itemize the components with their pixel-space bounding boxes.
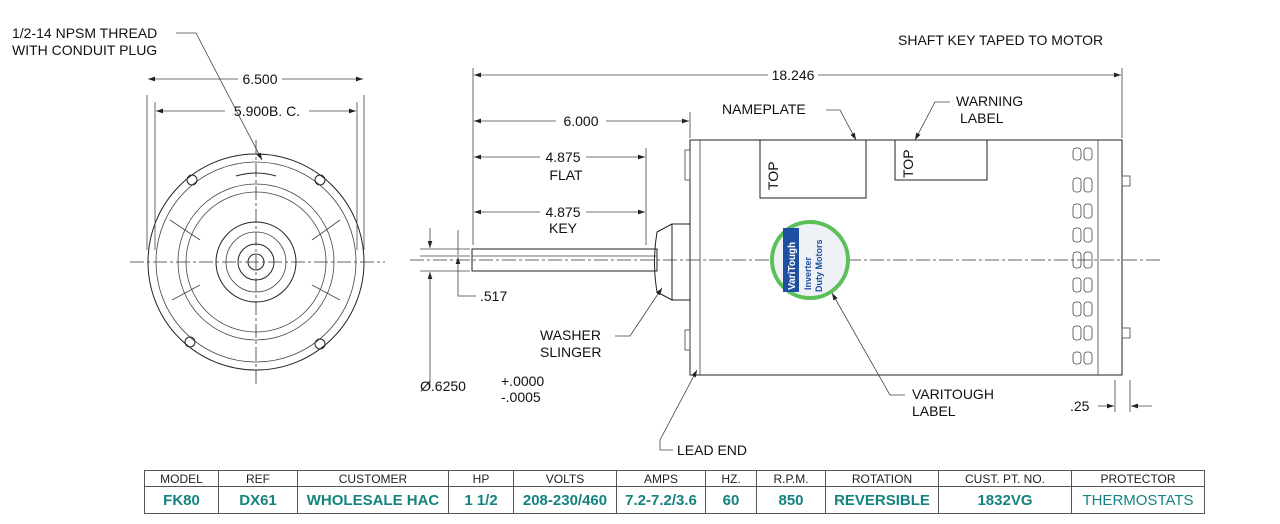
spec-table: MODEL REF CUSTOMER HP VOLTS AMPS HZ. R.P… <box>144 470 1205 514</box>
flat-label: FLAT <box>549 167 583 183</box>
header-volts: VOLTS <box>513 470 617 487</box>
shaft-dia-dim: Ø.6250 <box>420 378 466 394</box>
header-hp: HP <box>448 470 514 487</box>
value-hp: 1 1/2 <box>448 486 514 514</box>
svg-text:Duty Motors: Duty Motors <box>814 240 824 293</box>
shaft-tol-minus: -.0005 <box>501 389 541 405</box>
end-offset-dim: .25 <box>1070 398 1090 414</box>
value-ref: DX61 <box>218 486 298 514</box>
warning-note-2: LABEL <box>960 110 1004 126</box>
flat-depth-dim: .517 <box>480 288 507 304</box>
value-protector: THERMOSTATS <box>1071 486 1205 514</box>
warning-note-1: WARNING <box>956 93 1023 109</box>
value-model: FK80 <box>144 486 219 514</box>
header-hz: HZ. <box>705 470 757 487</box>
key-length-dim: 4.875 <box>545 204 580 220</box>
nameplate-note: NAMEPLATE <box>722 101 806 117</box>
value-rotation: REVERSIBLE <box>825 486 939 514</box>
header-customer: CUSTOMER <box>297 470 449 487</box>
thread-note-1: 1/2-14 NPSM THREAD <box>12 25 157 41</box>
header-rpm: R.P.M. <box>756 470 826 487</box>
value-cust-pt-no: 1832VG <box>938 486 1072 514</box>
key-label: KEY <box>549 220 578 236</box>
side-view: TOP TOP VariTough Inverter Duty Motors 1… <box>410 32 1160 458</box>
header-ref: REF <box>218 470 298 487</box>
spec-value-row: FK80 DX61 WHOLESALE HAC 1 1/2 208-230/46… <box>144 486 1205 514</box>
shaft-length-dim: 6.000 <box>563 113 598 129</box>
value-rpm: 850 <box>756 486 826 514</box>
svg-text:VariTough: VariTough <box>787 242 798 290</box>
overall-dia-dim: 6.500 <box>242 71 277 87</box>
warning-label <box>894 139 988 181</box>
shaft-key-note: SHAFT KEY TAPED TO MOTOR <box>898 32 1103 48</box>
spec-header-row: MODEL REF CUSTOMER HP VOLTS AMPS HZ. R.P… <box>144 470 1205 487</box>
bolt-circle-dim: 5.900B. C. <box>234 103 300 119</box>
header-rotation: ROTATION <box>825 470 939 487</box>
header-model: MODEL <box>144 470 219 487</box>
header-protector: PROTECTOR <box>1071 470 1205 487</box>
thread-note-2: WITH CONDUIT PLUG <box>12 42 157 58</box>
header-amps: AMPS <box>616 470 706 487</box>
top-mark-1: TOP <box>765 161 781 190</box>
value-amps: 7.2-7.2/3.6 <box>616 486 706 514</box>
shaft-tol-plus: +.0000 <box>501 373 544 389</box>
value-customer: WHOLESALE HAC <box>297 486 449 514</box>
varitough-badge: VariTough Inverter Duty Motors <box>770 220 850 300</box>
value-volts: 208-230/460 <box>513 486 617 514</box>
front-view: 6.500 5.900B. C. 1/2-14 NPSM THREAD WITH… <box>12 25 385 385</box>
washer-note-1: WASHER <box>540 327 601 343</box>
flat-length-dim: 4.875 <box>545 149 580 165</box>
varitough-note-1: VARITOUGH <box>912 386 994 402</box>
nameplate <box>759 139 867 199</box>
value-hz: 60 <box>705 486 757 514</box>
vent-slots <box>1072 147 1093 365</box>
washer-note-2: SLINGER <box>540 344 601 360</box>
svg-text:Inverter: Inverter <box>803 256 813 290</box>
varitough-note-2: LABEL <box>912 403 956 419</box>
overall-length-dim: 18.246 <box>772 67 815 83</box>
top-mark-2: TOP <box>900 149 916 178</box>
header-cust-pt-no: CUST. PT. NO. <box>938 470 1072 487</box>
lead-end-note: LEAD END <box>677 442 747 458</box>
